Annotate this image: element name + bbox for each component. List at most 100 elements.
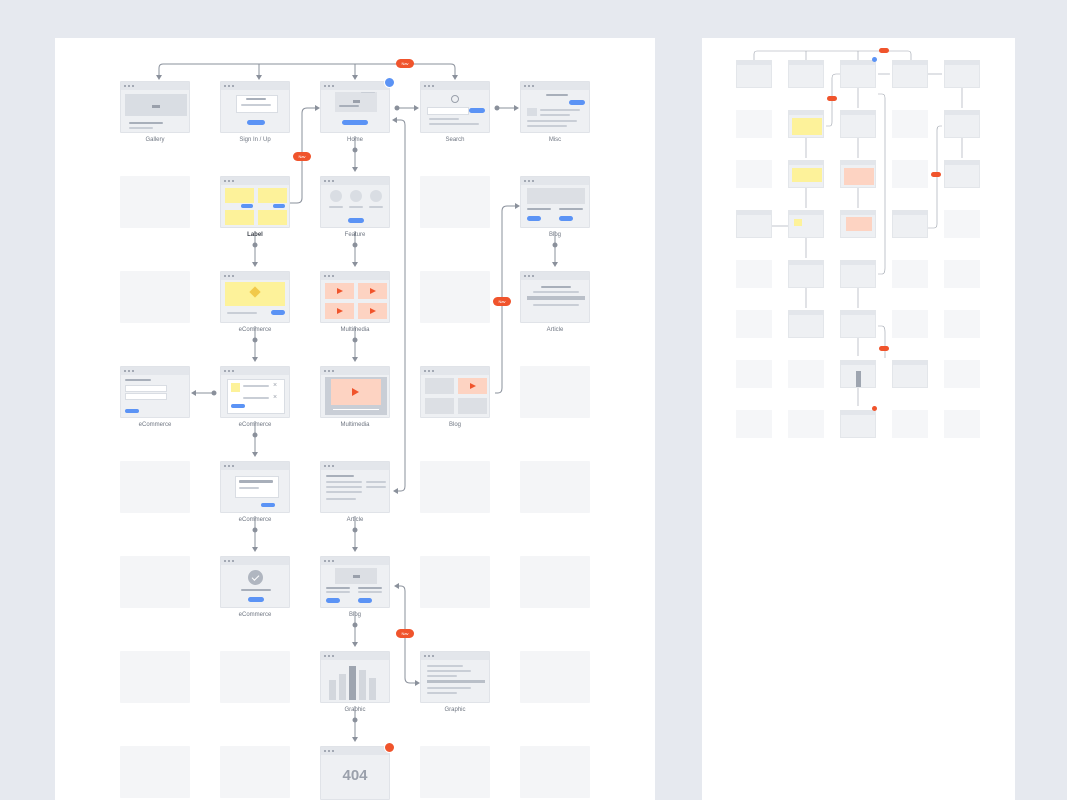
overview-card-404[interactable] [840, 410, 876, 438]
placeholder-cell [420, 271, 490, 323]
placeholder-cell [120, 556, 190, 608]
caption-misc: Misc [548, 137, 562, 143]
wireframe-home[interactable] [320, 81, 390, 133]
blog-button [358, 598, 372, 603]
overview-placeholder [944, 410, 980, 438]
wireframe-blog-2[interactable] [520, 176, 590, 228]
overview-card[interactable] [840, 260, 876, 288]
caption-gallery: Gallery [145, 137, 165, 143]
overview-card[interactable] [840, 360, 876, 388]
placeholder-cell [420, 556, 490, 608]
wireframe-multimedia-3[interactable] [320, 271, 390, 323]
play-icon [337, 288, 343, 294]
wireframe-ecommerce-3[interactable] [220, 271, 290, 323]
placeholder-cell [520, 746, 590, 798]
overview-placeholder [788, 410, 824, 438]
overview-card[interactable] [840, 210, 876, 238]
overview-card[interactable] [788, 210, 824, 238]
placeholder-cell [120, 176, 190, 228]
flow-tag-graphic[interactable]: Nav [396, 629, 414, 638]
overview-card[interactable] [840, 310, 876, 338]
close-icon: × [273, 382, 278, 389]
caption-blog-6: Blog [348, 612, 361, 618]
overview-card[interactable] [892, 360, 928, 388]
wireframe-multimedia-4[interactable] [320, 366, 390, 418]
wireframe-404[interactable]: 404 [320, 746, 390, 800]
overview-card[interactable] [840, 110, 876, 138]
overview-card[interactable] [944, 110, 980, 138]
overview-card[interactable] [892, 60, 928, 88]
main-flow-board: Nav Nav Nav Nav Gallery Sign In / Up Hom… [55, 38, 655, 800]
wireframe-article-5[interactable] [320, 461, 390, 513]
feature-button [348, 218, 364, 223]
wireframe-search[interactable] [420, 81, 490, 133]
wireframe-graphic-7b[interactable] [420, 651, 490, 703]
overview-card[interactable] [788, 60, 824, 88]
wireframe-label[interactable] [220, 176, 290, 228]
error-code: 404 [342, 767, 368, 784]
flow-tag-top[interactable]: Nav [396, 59, 414, 68]
wireframe-ecommerce-5[interactable] [220, 461, 290, 513]
overview-card[interactable] [788, 310, 824, 338]
wireframe-sign-in[interactable] [220, 81, 290, 133]
overview-card[interactable] [840, 60, 876, 88]
placeholder-cell [220, 651, 290, 703]
overview-placeholder [944, 260, 980, 288]
overview-placeholder [944, 310, 980, 338]
overview-placeholder [736, 310, 772, 338]
overview-placeholder [736, 110, 772, 138]
caption-graphic-7: Graphic [344, 707, 366, 713]
caption-ecommerce-6: eCommerce [238, 612, 272, 618]
play-icon [470, 383, 476, 389]
flow-tag-blog[interactable]: Nav [493, 297, 511, 306]
overview-card[interactable] [736, 210, 772, 238]
overview-card[interactable] [944, 160, 980, 188]
payment-button [261, 503, 275, 507]
checkout-button [125, 409, 139, 413]
placeholder-cell [420, 461, 490, 513]
overview-placeholder [736, 260, 772, 288]
overview-card[interactable] [788, 260, 824, 288]
overview-error-badge-icon [872, 406, 877, 411]
wireframe-misc[interactable] [520, 81, 590, 133]
caption-graphic-7b: Graphic [444, 707, 466, 713]
wireframe-blog-4[interactable] [420, 366, 490, 418]
blog-button [527, 216, 541, 221]
overview-card[interactable] [788, 110, 824, 138]
placeholder-cell [520, 556, 590, 608]
overview-card[interactable] [736, 60, 772, 88]
flow-tag-label-home[interactable]: Nav [293, 152, 311, 161]
placeholder-cell [420, 746, 490, 798]
overview-card[interactable] [788, 160, 824, 188]
caption-multimedia-3: Multimedia [340, 327, 370, 333]
check-icon [248, 570, 263, 585]
overview-card[interactable] [944, 60, 980, 88]
overview-placeholder [788, 360, 824, 388]
blog-button [559, 216, 573, 221]
wireframe-article-3[interactable] [520, 271, 590, 323]
caption-ecommerce-3: eCommerce [238, 327, 272, 333]
play-icon [370, 288, 376, 294]
placeholder-cell [220, 746, 290, 798]
cart-button [231, 404, 245, 408]
wireframe-ecommerce-4b[interactable]: × × [220, 366, 290, 418]
overview-card[interactable] [840, 160, 876, 188]
wireframe-graphic-7[interactable] [320, 651, 390, 703]
image-icon [152, 100, 160, 108]
overview-tag [879, 346, 889, 351]
wireframe-gallery[interactable] [120, 81, 190, 133]
wireframe-feature[interactable] [320, 176, 390, 228]
placeholder-cell [120, 746, 190, 798]
overview-placeholder [892, 160, 928, 188]
wireframe-ecommerce-6[interactable] [220, 556, 290, 608]
caption-ecommerce-4a: eCommerce [138, 422, 172, 428]
overview-card[interactable] [892, 210, 928, 238]
placeholder-cell [520, 461, 590, 513]
overview-placeholder [892, 410, 928, 438]
wireframe-blog-6[interactable] [320, 556, 390, 608]
caption-article-3: Article [546, 327, 564, 333]
home-badge-icon [384, 77, 395, 88]
overview-tag [879, 48, 889, 53]
wireframe-ecommerce-4a[interactable] [120, 366, 190, 418]
overview-placeholder [736, 360, 772, 388]
